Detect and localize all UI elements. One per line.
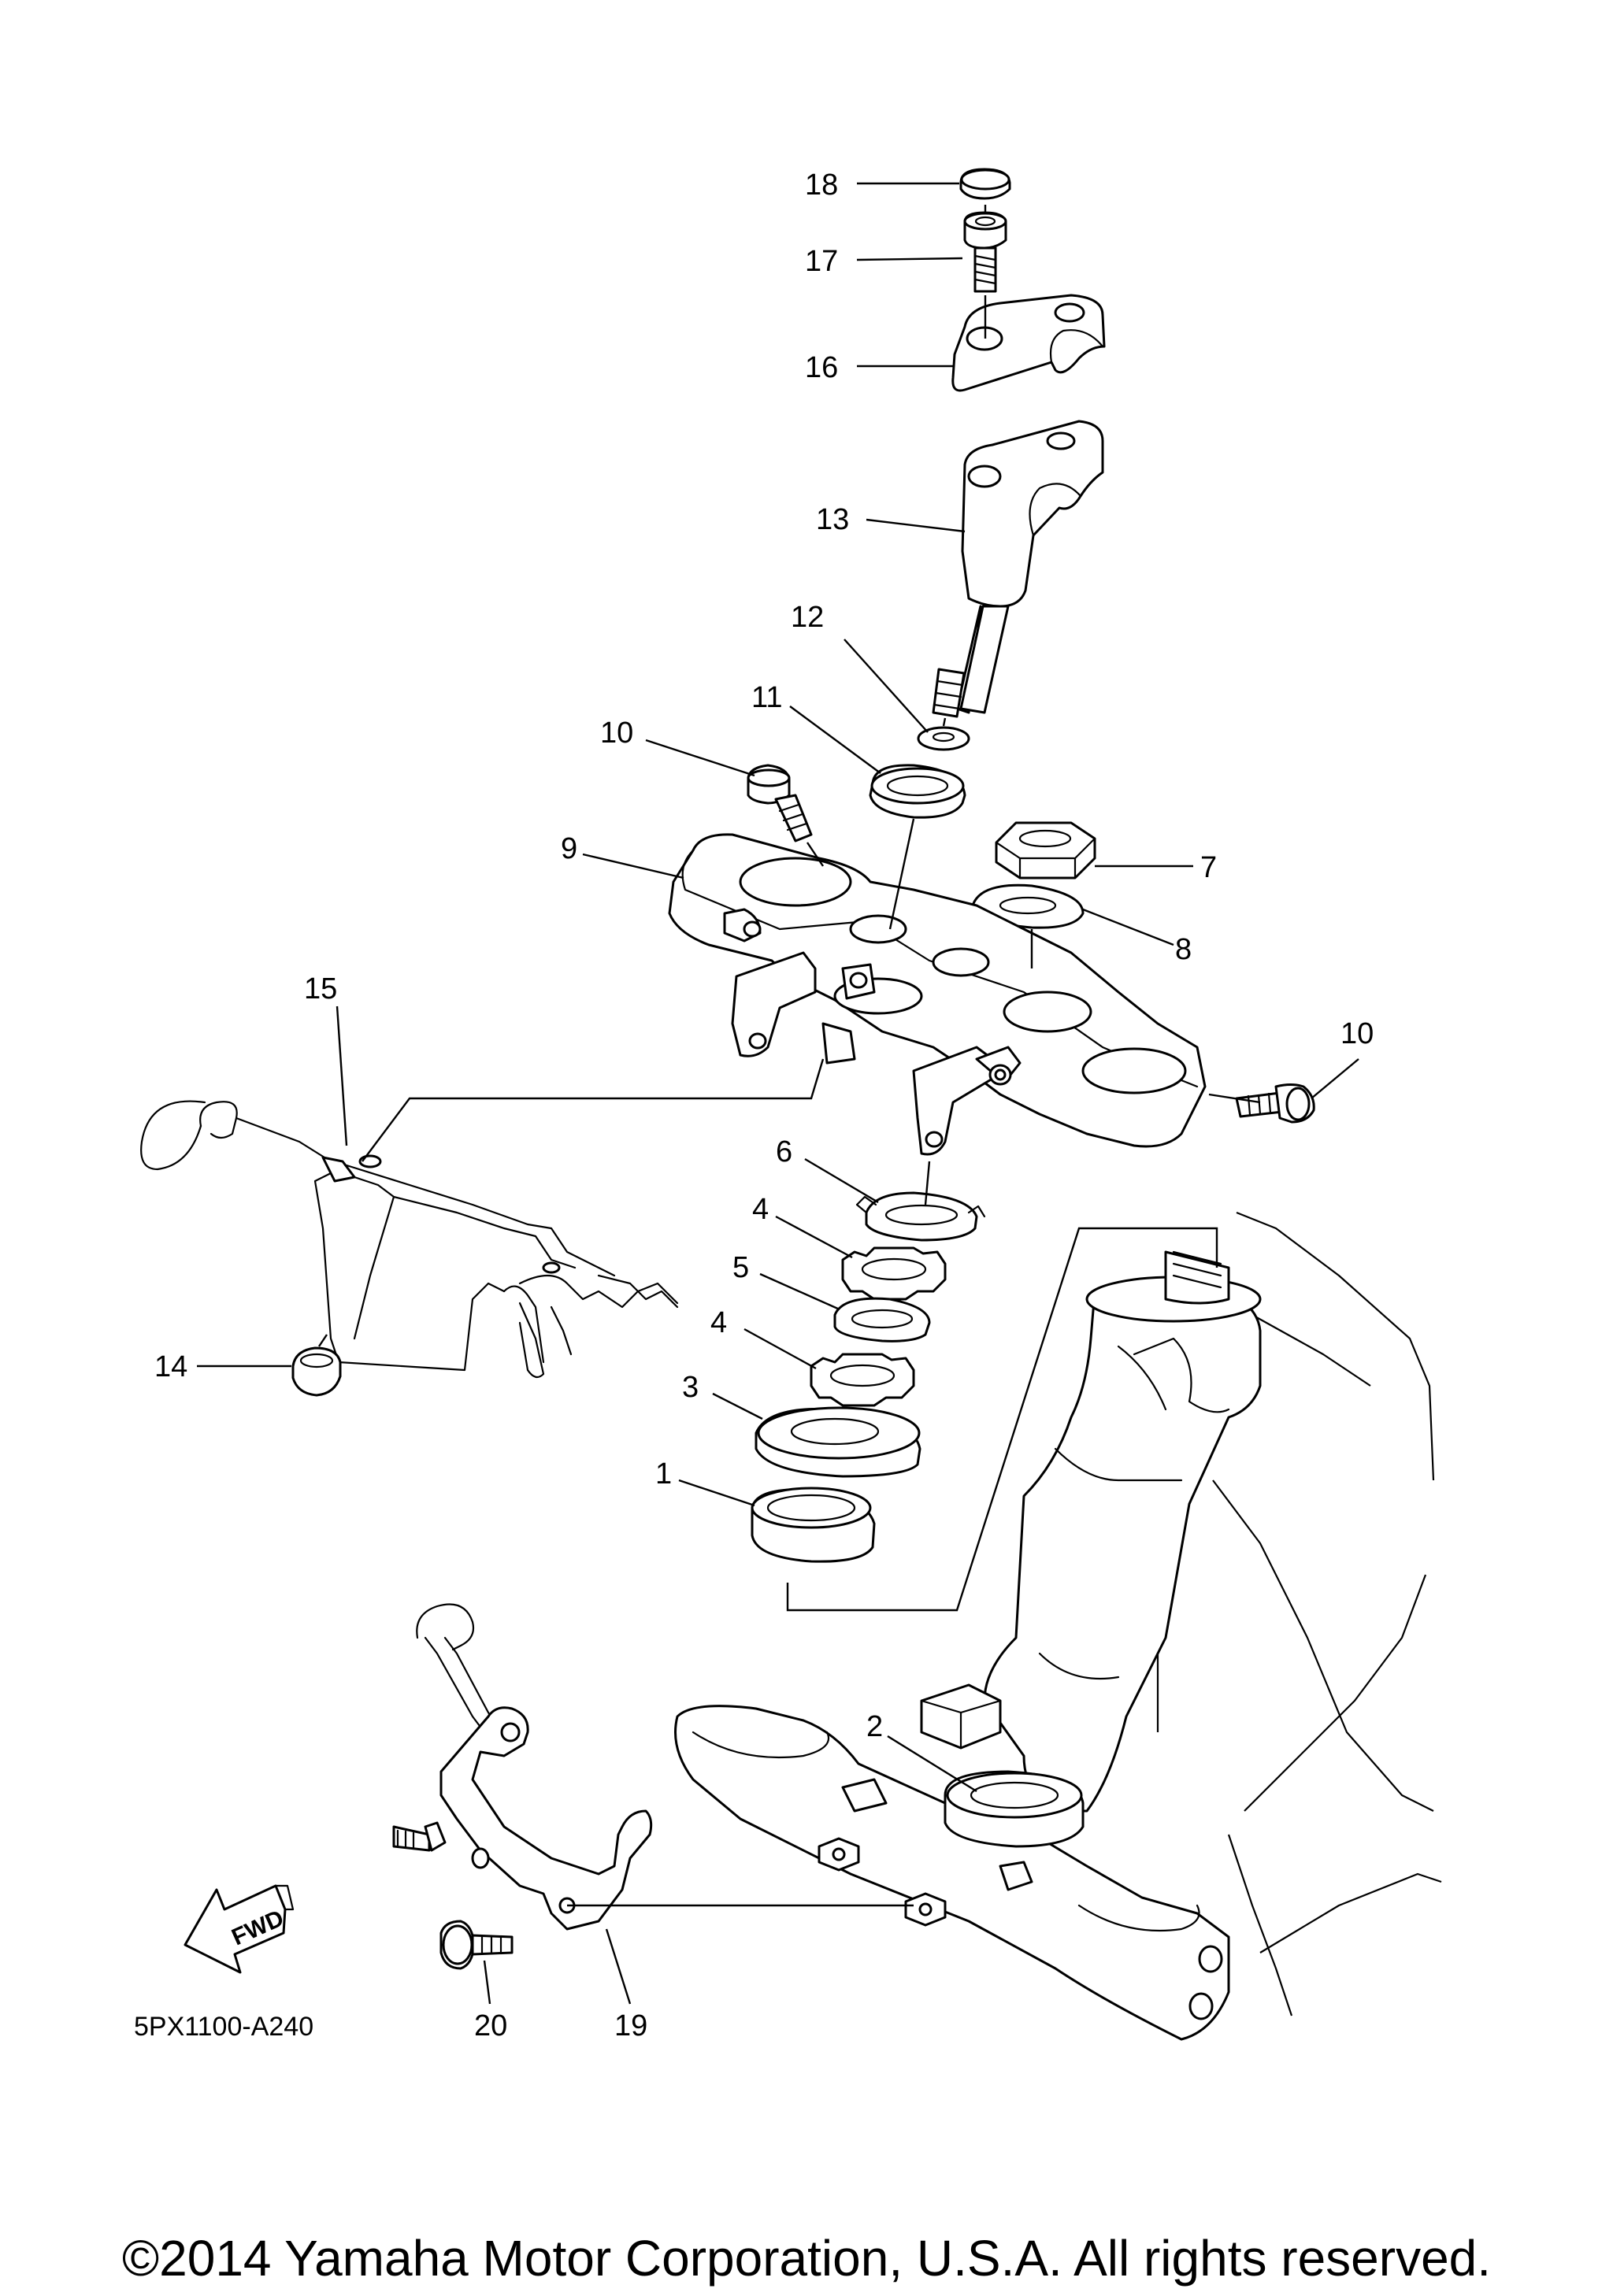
callout-4-lower: 4 <box>710 1306 727 1339</box>
callout-5: 5 <box>732 1251 749 1284</box>
part-10-bolt-right <box>1235 1083 1315 1124</box>
callout-11: 11 <box>751 681 782 714</box>
callout-1: 1 <box>655 1457 672 1491</box>
callout-17: 17 <box>805 245 838 278</box>
assembly-lines <box>318 205 1261 1907</box>
callout-16: 16 <box>805 351 838 384</box>
part-7-nut <box>995 821 1096 880</box>
part-9-upper-bracket <box>668 833 1207 1156</box>
callout-numbers: 18 17 16 13 12 11 10 9 7 8 10 15 6 4 5 4… <box>154 168 1374 2042</box>
part-3-bearing-race <box>755 1406 921 1478</box>
callout-6: 6 <box>776 1135 792 1168</box>
callout-18: 18 <box>805 168 838 202</box>
callout-leaders <box>197 182 1359 2005</box>
callout-4-upper: 4 <box>752 1193 769 1226</box>
callout-10-right: 10 <box>1340 1017 1374 1050</box>
part-12-washer <box>917 726 970 751</box>
callout-2: 2 <box>866 1710 883 1743</box>
callout-15: 15 <box>304 972 337 1005</box>
lower-bracket <box>674 1705 1230 2041</box>
head-pipe <box>920 1250 1262 1813</box>
part-20-bolt <box>439 1920 514 1970</box>
part-6-ring-nut <box>855 1191 986 1242</box>
part-18-cap <box>959 168 1011 200</box>
diagram-code: 5PX1100-A240 <box>134 2012 313 2042</box>
part-4-lock-nut-lower <box>810 1353 915 1407</box>
callout-20: 20 <box>474 2009 507 2042</box>
callout-12: 12 <box>791 601 824 634</box>
callout-3: 3 <box>682 1371 699 1404</box>
callout-19: 19 <box>614 2009 647 2042</box>
callout-8: 8 <box>1175 933 1192 966</box>
part-13-handlebar-riser <box>932 420 1104 718</box>
callout-7: 7 <box>1200 851 1217 884</box>
callout-9: 9 <box>561 832 577 865</box>
callout-10-upper: 10 <box>600 717 633 750</box>
part-2-bearing <box>944 1770 1085 1848</box>
fwd-arrow-icon: FWD <box>184 1884 295 1974</box>
part-19-bracket <box>392 1603 653 1931</box>
part-1-bearing <box>751 1487 876 1563</box>
callout-13: 13 <box>816 503 849 536</box>
part-14-nut <box>291 1346 342 1397</box>
part-11-bushing <box>869 764 966 819</box>
copyright-notice: ©2014 Yamaha Motor Corporation, U.S.A. A… <box>122 2230 1491 2287</box>
part-16-handlebar-holder <box>951 294 1106 392</box>
part-17-bolt <box>963 211 1007 293</box>
part-10-bolt-upper <box>747 764 813 842</box>
part-5-washer <box>833 1297 931 1342</box>
part-15-wire-bracket <box>140 1100 679 1379</box>
callout-14: 14 <box>154 1350 187 1383</box>
part-4-lock-nut-upper <box>841 1246 947 1301</box>
